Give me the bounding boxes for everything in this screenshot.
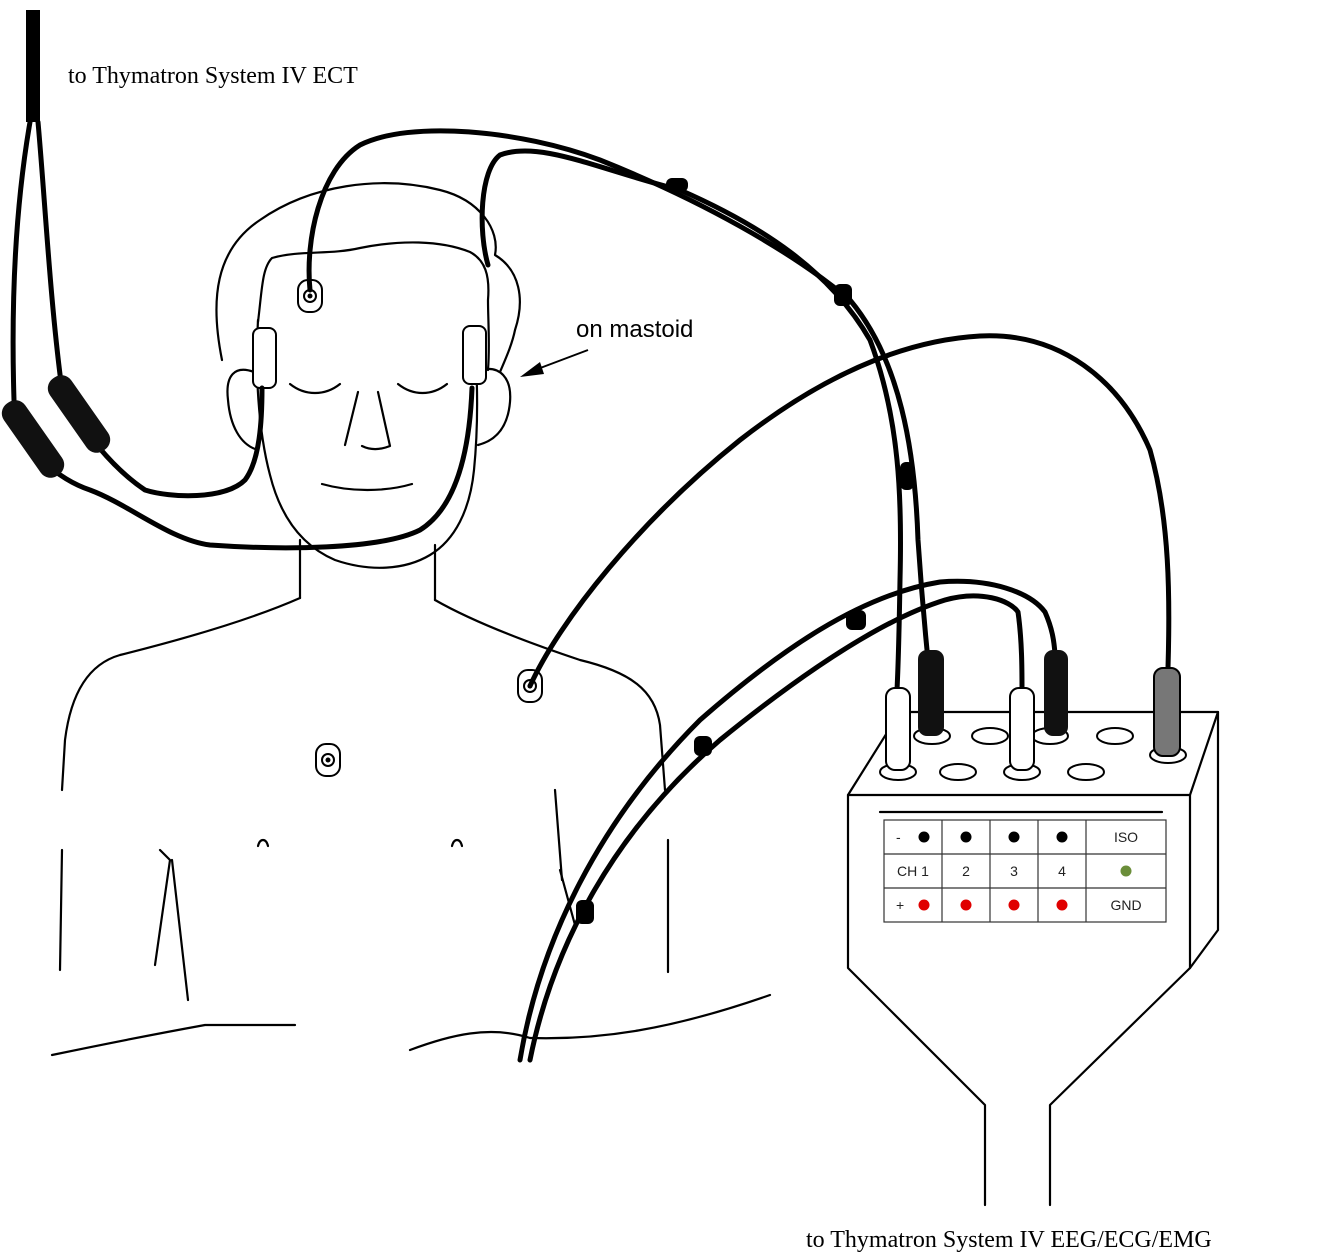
nose	[345, 392, 390, 449]
left-temporal-electrode	[253, 328, 276, 388]
ect-cable-plug	[26, 10, 40, 122]
left-eye	[290, 384, 340, 393]
channel-label: CH 1	[897, 863, 929, 879]
ect-boot-2	[43, 371, 115, 458]
iso-label: ISO	[1114, 829, 1138, 845]
channel-label: 2	[962, 863, 970, 879]
nipple-left	[258, 840, 268, 846]
plug-ground	[1154, 668, 1180, 756]
plus-terminal-dot	[1057, 900, 1068, 911]
minus-terminal-dot	[1009, 832, 1020, 843]
channel-panel: - ISO CH 1 2 3 4 + GND	[884, 820, 1166, 922]
minus-terminal-dot	[1057, 832, 1068, 843]
cable-joint	[666, 178, 688, 192]
face-outline	[257, 320, 477, 568]
minus-terminal-dot	[961, 832, 972, 843]
torso-left-fold	[155, 850, 188, 1000]
sheet-line	[52, 995, 770, 1055]
mouth	[322, 484, 412, 490]
ect-label: to Thymatron System IV ECT	[68, 63, 358, 89]
plus-terminal-dot	[1009, 900, 1020, 911]
plug-black-1	[918, 650, 944, 736]
plug-white-2	[1010, 688, 1034, 770]
shoulders	[62, 598, 665, 790]
mastoid-label: on mastoid	[576, 316, 693, 343]
right-temporal-electrode	[463, 326, 486, 384]
ect-cable	[0, 10, 472, 548]
patient-figure	[52, 183, 770, 1055]
mastoid-arrow	[520, 350, 588, 377]
ect-boot-1	[0, 396, 69, 483]
plug-black-2	[1044, 650, 1068, 736]
cable-joint	[846, 610, 866, 630]
cable-joint	[834, 284, 852, 306]
left-arm	[60, 850, 62, 970]
panel-sign: -	[896, 829, 901, 845]
gnd-label: GND	[1110, 897, 1141, 913]
connector-box	[848, 650, 1218, 1205]
minus-terminal-dot	[919, 832, 930, 843]
plus-terminal-dot	[919, 900, 930, 911]
eeg-label: to Thymatron System IV EEG/ECG/EMG	[806, 1227, 1212, 1253]
nipple-right	[452, 840, 462, 846]
plus-terminal-dot	[961, 900, 972, 911]
right-eye	[398, 384, 447, 393]
channel-label: 3	[1010, 863, 1018, 879]
plug-white-1	[886, 688, 910, 770]
panel-sign: +	[896, 897, 904, 913]
cable-joint	[900, 462, 914, 490]
channel-label: 4	[1058, 863, 1066, 879]
cable-joint	[694, 736, 712, 756]
right-arm	[555, 790, 668, 972]
cable-joint	[576, 900, 594, 924]
electrodes	[253, 280, 542, 776]
iso-indicator-dot	[1121, 866, 1132, 877]
